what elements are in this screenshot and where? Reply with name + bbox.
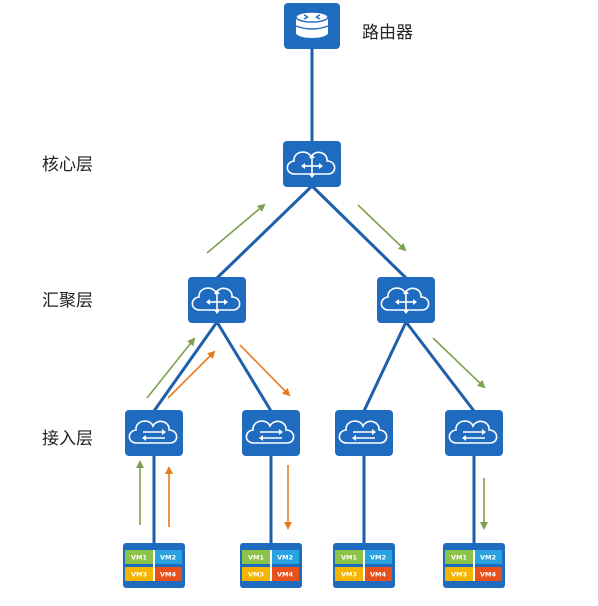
orange-arrow-agg-left-down xyxy=(239,344,291,397)
vm-separator xyxy=(363,550,365,581)
vm-label: VM3 xyxy=(341,571,357,579)
vm-label: VM3 xyxy=(451,571,467,579)
vm-label: VM2 xyxy=(160,554,176,562)
cloud-switch-icon xyxy=(282,140,342,188)
cloud-switch-icon xyxy=(187,276,247,324)
vm-tile xyxy=(242,567,270,581)
vm-tile xyxy=(445,567,473,581)
cloud-access-switch-icon xyxy=(241,409,301,457)
link-agg-left-access-2 xyxy=(215,321,273,412)
link-agg-left-access-1 xyxy=(152,321,219,412)
vm-label: VM4 xyxy=(277,571,293,579)
vm-label: VM1 xyxy=(248,554,264,562)
vm-tile xyxy=(154,567,182,581)
links xyxy=(152,48,476,543)
vm-label: VM3 xyxy=(131,571,147,579)
aggregation-layer-label: 汇聚层 xyxy=(42,291,93,311)
vm-tile xyxy=(335,550,363,564)
link-core-agg-left xyxy=(215,184,314,280)
access-switch-3 xyxy=(334,409,394,457)
vm-separator xyxy=(270,550,272,581)
vm-separator xyxy=(153,550,155,581)
green-arrow-agg-left-up xyxy=(146,337,196,399)
core-switch xyxy=(282,140,342,188)
core-layer-label: 核心层 xyxy=(42,155,93,175)
cloud-access-switch-icon xyxy=(444,409,504,457)
link-agg-right-access-4 xyxy=(404,321,476,412)
orange-arrow-agg-left-up xyxy=(167,350,216,399)
vm-tile xyxy=(125,550,153,564)
aggregation-switch-left xyxy=(187,276,247,324)
green-arrow-core-up xyxy=(206,203,266,254)
link-agg-right-access-3 xyxy=(362,321,408,412)
access-switch-1 xyxy=(124,409,184,457)
vm-label: VM1 xyxy=(451,554,467,562)
vm-tile xyxy=(125,567,153,581)
vm-label: VM4 xyxy=(370,571,386,579)
vm-tile xyxy=(242,550,270,564)
vm-tile xyxy=(364,567,392,581)
vm-tile xyxy=(474,550,502,564)
cloud-access-switch-icon xyxy=(334,409,394,457)
aggregation-switch-right xyxy=(376,276,436,324)
vm-label: VM2 xyxy=(370,554,386,562)
cloud-switch-icon xyxy=(376,276,436,324)
vm-tile xyxy=(271,567,299,581)
vm-label: VM4 xyxy=(160,571,176,579)
access-switch-2 xyxy=(241,409,301,457)
vm-label: VM1 xyxy=(131,554,147,562)
green-arrow-core-down xyxy=(357,204,407,252)
router-label: 路由器 xyxy=(362,23,413,43)
traffic-arrows xyxy=(136,203,488,530)
cloud-access-switch-icon xyxy=(124,409,184,457)
vm-tile xyxy=(364,550,392,564)
vm-tile xyxy=(445,550,473,564)
link-core-agg-right xyxy=(310,184,408,280)
vm-tile xyxy=(154,550,182,564)
vm-label: VM1 xyxy=(341,554,357,562)
access-switch-4 xyxy=(444,409,504,457)
vm-tile xyxy=(271,550,299,564)
vm-label: VM3 xyxy=(248,571,264,579)
router-icon xyxy=(295,11,329,38)
vm-label: VM2 xyxy=(480,554,496,562)
vm-tile xyxy=(474,567,502,581)
vm-label: VM2 xyxy=(277,554,293,562)
access-layer-label: 接入层 xyxy=(42,429,93,449)
vm-label: VM4 xyxy=(480,571,496,579)
vm-separator xyxy=(473,550,475,581)
router xyxy=(284,3,340,49)
green-arrow-agg-right-down xyxy=(432,337,486,389)
vm-tile xyxy=(335,567,363,581)
